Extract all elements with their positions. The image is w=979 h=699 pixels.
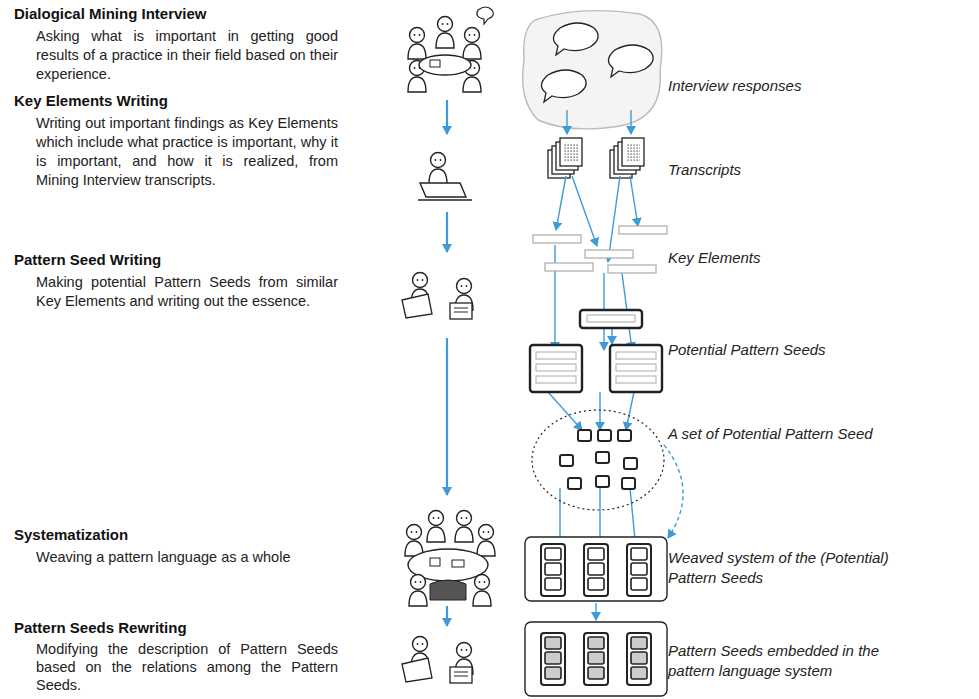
step-heading: Pattern Seeds Rewriting [14,619,334,637]
seed-square [588,652,604,664]
step-heading: Systematization [14,526,334,544]
seed-column [627,544,651,596]
seed-square [631,563,647,575]
stage-label: Pattern Seeds embedded in the pattern la… [668,641,923,681]
stage-label: A set of Potential Pattern Seed [668,424,968,444]
stage-label: Interview responses [668,76,958,96]
seed-column [627,633,651,685]
interview-group [408,7,493,92]
step-description: Asking what is important in getting good… [36,27,338,84]
writer-figure [418,153,472,201]
seed-square [545,667,561,679]
stage-label: Potential Pattern Seeds [668,340,958,360]
step-heading: Key Elements Writing [14,92,334,110]
round-table-group [405,511,495,607]
seed-square [545,637,561,649]
seed-square [545,563,561,575]
seed-square [588,637,604,649]
seed-square [545,578,561,590]
seed-square [631,667,647,679]
seed-square [545,652,561,664]
step-heading: Pattern Seed Writing [14,251,334,269]
seed-square [588,548,604,560]
seed-square [588,578,604,590]
seed-square [545,548,561,560]
stage-label: Transcripts [668,160,958,180]
seed-square [588,563,604,575]
seed-column [584,544,608,596]
embedded-system [525,622,667,696]
key-element-bars [533,226,667,273]
seed-column [541,633,565,685]
seed-square [631,652,647,664]
stage-label: Key Elements [668,248,958,268]
responses-cloud [523,11,662,129]
step-heading: Dialogical Mining Interview [14,5,334,23]
seed-square [631,548,647,560]
stage-label: Weaved system of the (Potential) Pattern… [668,548,923,588]
step-arrows [446,100,448,626]
seed-column [584,633,608,685]
step-description: Writing out important findings as Key El… [36,114,338,190]
weaved-system [525,537,667,601]
seed-square [588,667,604,679]
seed-column [541,544,565,596]
seed-square [631,637,647,649]
seed-set [532,410,664,510]
pair-figure [402,637,473,684]
seed-boxes [530,310,662,392]
step-description: Making potential Pattern Seeds from simi… [36,273,338,311]
transcript-stacks [548,138,644,178]
seed-square [631,578,647,590]
pair-figure [402,273,473,320]
step-description: Modifying the description of Pattern See… [36,640,338,694]
step-description: Weaving a pattern language as a whole [36,548,338,567]
